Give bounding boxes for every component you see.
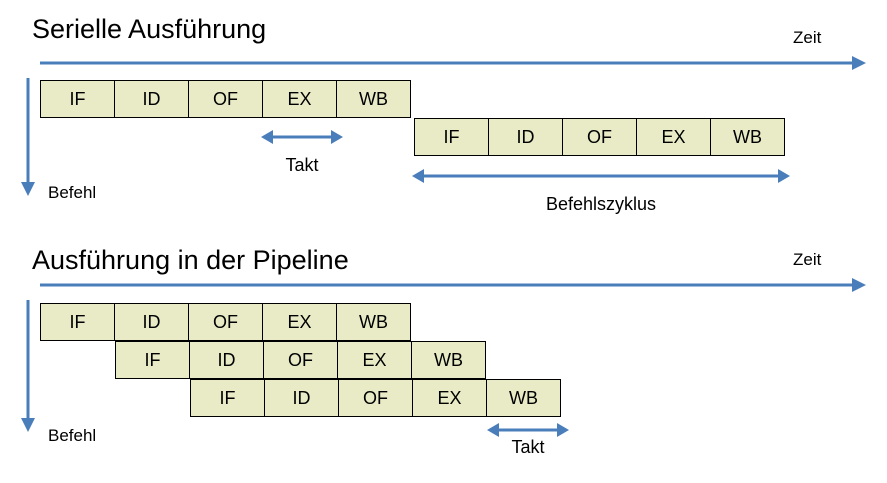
stage-cell[interactable]: ID (114, 80, 189, 118)
serial-cycle-caption: Befehlszyklus (545, 194, 657, 214)
serial-time-axis-arrow (40, 56, 866, 70)
stage-cell[interactable]: WB (710, 118, 785, 156)
stage-cell[interactable]: EX (337, 341, 412, 379)
stage-cell[interactable]: OF (188, 303, 263, 341)
stage-cell[interactable]: IF (414, 118, 489, 156)
serial-instruction-axis-arrow (21, 78, 35, 196)
stage-cell[interactable]: ID (264, 379, 339, 417)
stage-cell[interactable]: WB (336, 80, 411, 118)
stage-cell[interactable]: EX (636, 118, 711, 156)
stage-cell[interactable]: WB (411, 341, 486, 379)
stage-cell[interactable]: WB (336, 303, 411, 341)
stage-cell[interactable]: IF (40, 80, 115, 118)
stage-cell[interactable]: OF (338, 379, 413, 417)
pipeline-clock-span-arrow (487, 423, 569, 437)
serial-time-axis-label: Zeit (793, 28, 822, 47)
stage-cell[interactable]: OF (263, 341, 338, 379)
serial-cycle-span-arrow (412, 169, 790, 183)
stage-cell[interactable]: ID (488, 118, 563, 156)
stage-cell[interactable]: EX (412, 379, 487, 417)
stage-cell[interactable]: OF (562, 118, 637, 156)
serial-clock-span-arrow (261, 130, 343, 144)
stage-cell[interactable]: EX (262, 80, 337, 118)
pipeline-instruction-axis-arrow (21, 300, 35, 432)
serial-instruction-row-2: IF ID OF EX WB (414, 118, 785, 156)
pipeline-time-axis-label: Zeit (793, 250, 822, 269)
pipeline-section-title: Ausführung in der Pipeline (32, 245, 349, 275)
stage-cell[interactable]: ID (114, 303, 189, 341)
stage-cell[interactable]: EX (262, 303, 337, 341)
serial-section-title: Serielle Ausführung (32, 14, 267, 44)
stage-cell[interactable]: IF (115, 341, 190, 379)
pipeline-clock-caption: Takt (511, 437, 545, 457)
pipeline-instruction-axis-label: Befehl (48, 426, 97, 445)
pipeline-instruction-row-1: IF ID OF EX WB (40, 303, 411, 341)
serial-instruction-row-1: IF ID OF EX WB (40, 80, 411, 118)
stage-cell[interactable]: IF (190, 379, 265, 417)
serial-instruction-axis-label: Befehl (48, 183, 97, 202)
pipeline-time-axis-arrow (40, 278, 866, 292)
pipeline-instruction-row-2: IF ID OF EX WB (115, 341, 486, 379)
stage-cell[interactable]: WB (486, 379, 561, 417)
stage-cell[interactable]: IF (40, 303, 115, 341)
pipeline-instruction-row-3: IF ID OF EX WB (190, 379, 561, 417)
stage-cell[interactable]: OF (188, 80, 263, 118)
stage-cell[interactable]: ID (189, 341, 264, 379)
serial-clock-caption: Takt (285, 155, 319, 175)
